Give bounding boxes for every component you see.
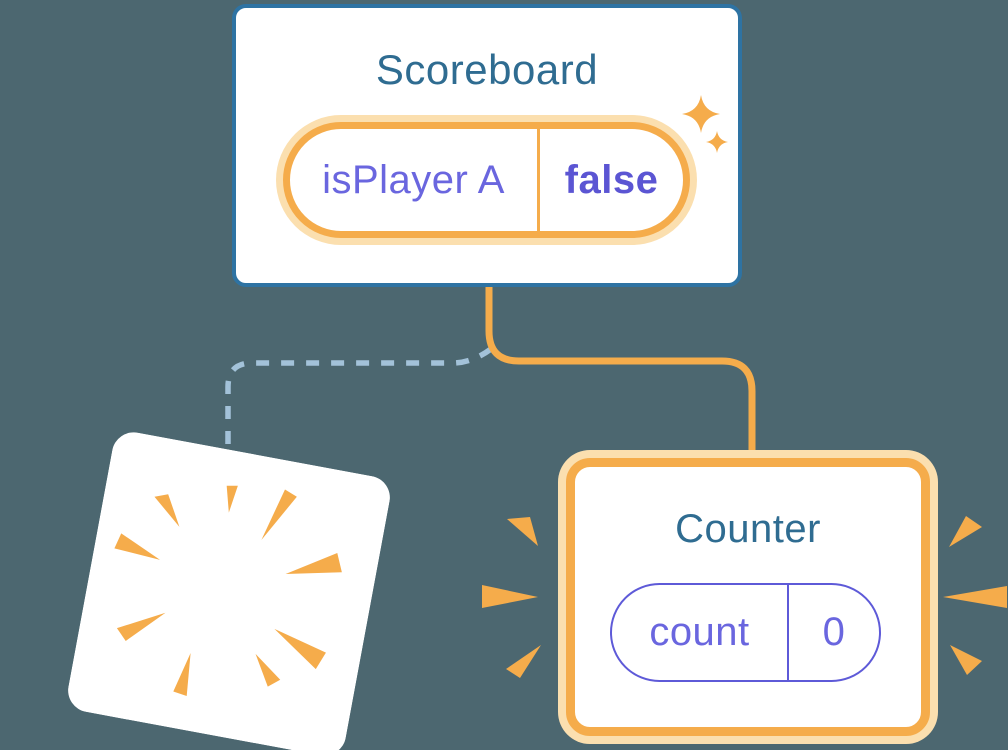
state-name-cell: count (612, 585, 787, 680)
pill-divider (537, 129, 540, 231)
scoreboard-title: Scoreboard (375, 46, 599, 93)
state-name-label: isPlayer A (322, 157, 505, 202)
state-name-label: count (649, 610, 750, 654)
dashed-connector-line (225, 346, 493, 464)
scoreboard-state-pill: isPlayer A false (283, 122, 690, 238)
destroyed-component-card (64, 429, 393, 750)
state-name-cell: isPlayer A (290, 129, 537, 231)
counter-title: Counter (675, 507, 821, 551)
pill-divider (787, 585, 789, 680)
poof-burst-icon (68, 432, 390, 750)
state-value-label: false (564, 157, 659, 202)
counter-state-pill: count 0 (610, 583, 881, 682)
solid-connector-line (485, 284, 756, 460)
state-value-cell: 0 (789, 585, 879, 680)
counter-component-card: Counter count 0 (566, 458, 930, 736)
scoreboard-component-card: Scoreboard isPlayer A false (232, 4, 742, 287)
state-value-label: 0 (822, 610, 846, 654)
state-value-cell: false (540, 129, 683, 231)
